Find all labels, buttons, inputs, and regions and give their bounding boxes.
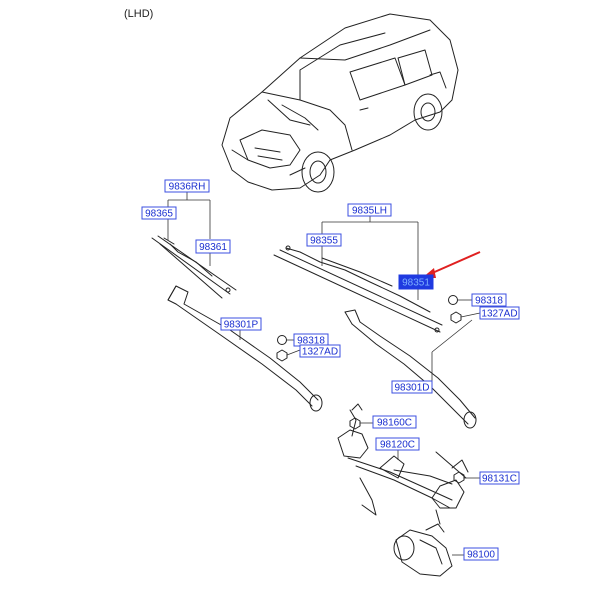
callout-98318-right-text: 98318 xyxy=(475,296,503,307)
callout-1327AD-right-text: 1327AD xyxy=(481,309,517,320)
callout-98351-selected[interactable]: 98351 xyxy=(398,274,434,290)
callout-98318-left-text: 98318 xyxy=(297,336,325,347)
callout-98361-text: 98361 xyxy=(199,242,227,253)
callout-98120C-text: 98120C xyxy=(380,440,415,451)
callout-98160C[interactable]: 98160C xyxy=(372,415,417,429)
callout-98365-text: 98365 xyxy=(145,209,173,220)
variant-label: (LHD) xyxy=(124,8,154,20)
callout-9836RH-text: 9836RH xyxy=(169,182,206,193)
callout-98100[interactable]: 98100 xyxy=(463,547,499,561)
right-wiper-blade xyxy=(151,235,237,299)
left-wiper-blade xyxy=(273,245,443,333)
callout-9835LH-text: 9835LH xyxy=(352,206,387,217)
callout-98361[interactable]: 98361 xyxy=(195,239,231,254)
callout-98355[interactable]: 98355 xyxy=(306,233,342,247)
vehicle-illustration xyxy=(221,13,459,193)
callout-98131C[interactable]: 98131C xyxy=(479,471,520,485)
callout-98120C[interactable]: 98120C xyxy=(375,437,420,451)
callout-9835LH[interactable]: 9835LH xyxy=(347,203,392,217)
callout-98301P[interactable]: 98301P xyxy=(220,317,262,331)
callout-98160C-text: 98160C xyxy=(377,418,412,429)
callout-98301D[interactable]: 98301D xyxy=(391,380,433,394)
callout-9836RH[interactable]: 9836RH xyxy=(164,179,210,193)
callout-98301D-text: 98301D xyxy=(394,383,429,394)
callout-98365[interactable]: 98365 xyxy=(141,206,177,220)
callout-1327AD-left-text: 1327AD xyxy=(302,347,338,358)
fasteners xyxy=(276,295,465,484)
callout-98318-right[interactable]: 98318 xyxy=(471,293,507,307)
callout-98100-text: 98100 xyxy=(467,550,495,561)
callout-1327AD-right[interactable]: 1327AD xyxy=(479,306,520,320)
wiper-linkage xyxy=(337,403,469,525)
wiper-motor xyxy=(393,523,453,577)
pointer-arrow xyxy=(422,251,481,278)
callout-98351-text: 98351 xyxy=(402,278,430,289)
callout-1327AD-left[interactable]: 1327AD xyxy=(299,344,341,358)
callout-98355-text: 98355 xyxy=(310,236,338,247)
driver-wiper-arm xyxy=(344,309,477,429)
passenger-wiper-arm xyxy=(167,285,323,412)
leader-lines xyxy=(167,192,481,556)
callout-98301P-text: 98301P xyxy=(224,320,259,331)
callout-98131C-text: 98131C xyxy=(482,474,517,485)
